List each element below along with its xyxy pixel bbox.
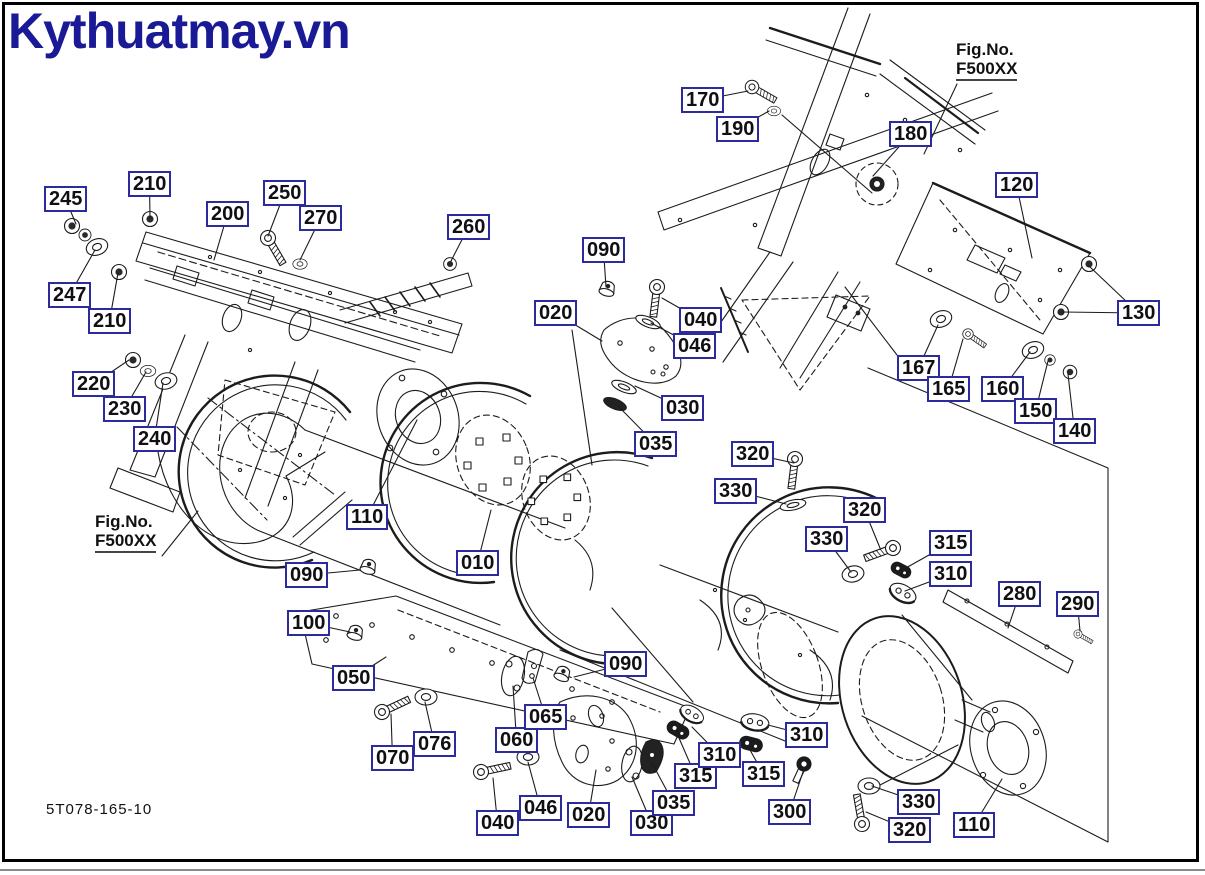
part-label-260: 260: [447, 214, 491, 240]
part-label-130: 130: [1117, 300, 1161, 326]
part-label-230: 230: [103, 396, 147, 422]
part-label-020: 020: [567, 802, 611, 828]
part-label-310: 310: [929, 561, 973, 587]
part-label-320: 320: [843, 497, 887, 523]
part-label-160: 160: [981, 376, 1025, 402]
part-label-200: 200: [206, 201, 250, 227]
part-label-050: 050: [332, 665, 376, 691]
part-label-190: 190: [716, 116, 760, 142]
part-label-290: 290: [1056, 591, 1100, 617]
part-label-040: 040: [679, 307, 723, 333]
figure-reference-code: F500XX: [95, 531, 157, 550]
watermark-logo: Kythuatmay.vn: [8, 3, 351, 59]
part-label-165: 165: [927, 376, 971, 402]
bottom-divider: [0, 869, 1205, 871]
part-label-010: 010: [456, 550, 500, 576]
part-label-060: 060: [495, 727, 539, 753]
part-label-315: 315: [674, 763, 718, 789]
part-label-090: 090: [285, 562, 329, 588]
rotor-drum: [177, 329, 1047, 796]
part-label-070: 070: [371, 745, 415, 771]
part-label-320: 320: [731, 441, 775, 467]
part-label-315: 315: [742, 761, 786, 787]
part-label-310: 310: [785, 722, 829, 748]
part-label-300: 300: [768, 799, 812, 825]
part-label-270: 270: [299, 205, 343, 231]
figure-reference: Fig.No.F500XX: [95, 512, 157, 553]
part-label-210: 210: [128, 171, 172, 197]
part-label-150: 150: [1014, 398, 1058, 424]
part-label-110: 110: [953, 812, 996, 838]
drawing-number: 5T078-165-10: [46, 801, 153, 818]
part-label-020: 020: [534, 300, 578, 326]
part-label-120: 120: [995, 172, 1039, 198]
part-label-210: 210: [88, 308, 132, 334]
part-label-310: 310: [698, 742, 742, 768]
part-label-100: 100: [287, 610, 331, 636]
part-label-220: 220: [72, 371, 116, 397]
part-label-110: 110: [346, 504, 389, 530]
leader-line: [366, 419, 418, 518]
leader-line: [161, 510, 199, 557]
part-label-035: 035: [634, 431, 678, 457]
part-label-170: 170: [681, 87, 725, 113]
part-label-090: 090: [604, 651, 648, 677]
part-label-046: 046: [519, 795, 563, 821]
part-label-046: 046: [673, 333, 717, 359]
part-label-320: 320: [888, 817, 932, 843]
part-label-240: 240: [133, 426, 177, 452]
part-label-140: 140: [1053, 418, 1097, 444]
part-label-250: 250: [263, 180, 307, 206]
part-label-245: 245: [44, 186, 88, 212]
part-label-280: 280: [998, 581, 1042, 607]
part-label-030: 030: [661, 395, 705, 421]
part-label-035: 035: [652, 790, 696, 816]
part-label-330: 330: [714, 478, 758, 504]
right-frame-assembly: [657, 7, 1092, 391]
part-label-247: 247: [48, 282, 92, 308]
figure-reference-code: F500XX: [956, 59, 1018, 78]
figure-reference-title: Fig.No.: [95, 512, 153, 531]
part-label-090: 090: [582, 237, 626, 263]
part-label-040: 040: [476, 810, 520, 836]
part-label-330: 330: [897, 789, 941, 815]
part-label-030: 030: [630, 810, 674, 836]
part-label-065: 065: [524, 704, 568, 730]
part-label-076: 076: [413, 731, 457, 757]
panel-outline: [861, 367, 1109, 843]
figure-reference: Fig.No.F500XX: [956, 40, 1018, 81]
part-label-180: 180: [889, 121, 933, 147]
figure-reference-title: Fig.No.: [956, 40, 1014, 59]
part-label-315: 315: [929, 530, 973, 556]
part-label-330: 330: [805, 526, 849, 552]
fasteners: [63, 77, 1098, 834]
